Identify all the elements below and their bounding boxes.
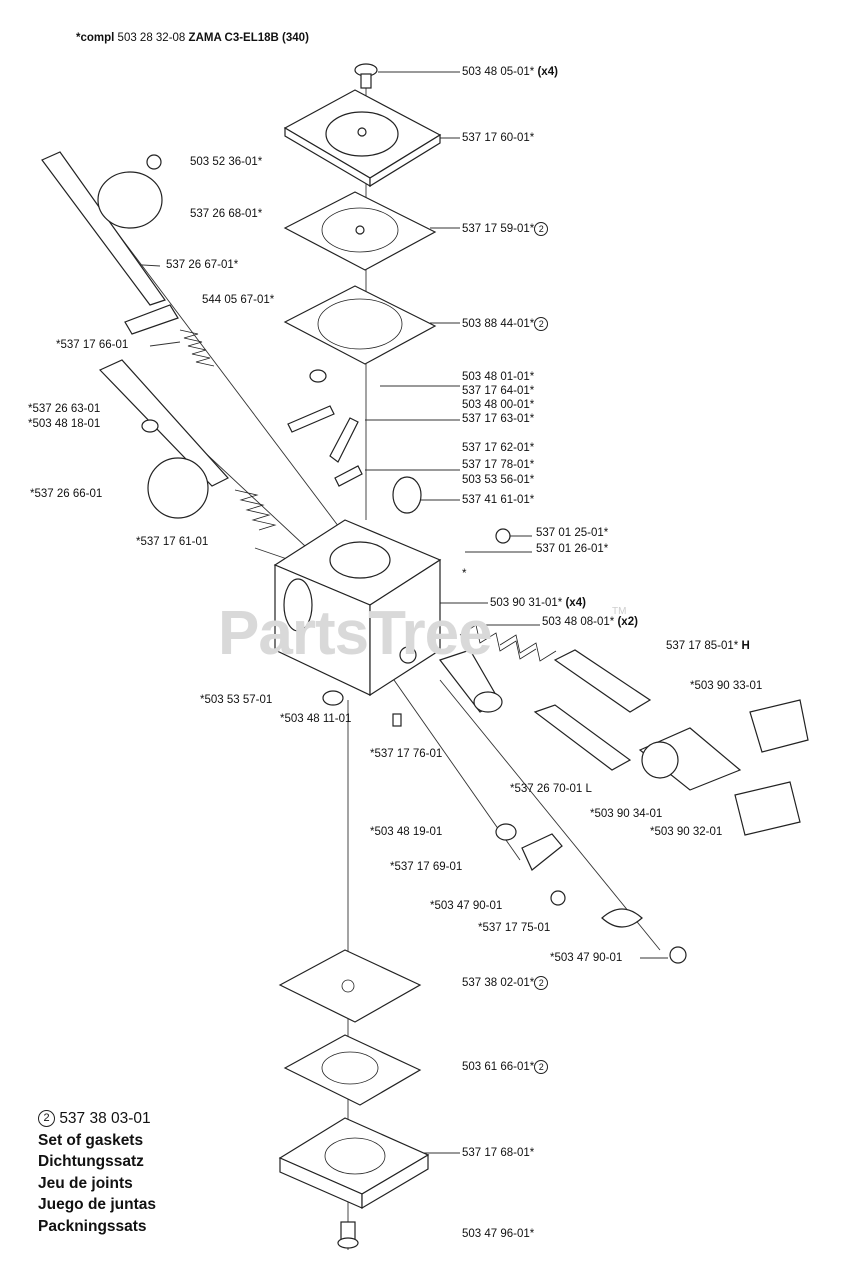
circled-marker: 2 [534, 317, 549, 331]
part-label[interactable]: *503 48 11-01 [280, 713, 352, 725]
part-label[interactable]: 537 17 78-01* [462, 459, 535, 471]
legend-number-row: 2 537 38 03-01 [38, 1108, 156, 1130]
part-label[interactable]: 537 17 59-01*2 [462, 222, 549, 236]
part-label[interactable]: 537 17 62-01* [462, 442, 535, 454]
throttle-shaft [41, 151, 166, 306]
part-label[interactable]: 537 17 68-01* [462, 1147, 535, 1159]
part-label[interactable]: 503 88 44-01*2 [462, 317, 549, 331]
metering-gasket [278, 949, 422, 1023]
part-label[interactable]: 503 61 66-01*2 [462, 1060, 549, 1074]
part-label[interactable]: 503 53 56-01* [462, 474, 535, 486]
part-label[interactable]: *537 26 63-01 [28, 403, 101, 415]
washer-503-53-56 [334, 465, 363, 487]
screw-544-05-67 [309, 369, 327, 383]
part-label[interactable]: *537 17 61-01 [136, 536, 209, 548]
limiter-caps [638, 699, 809, 836]
part-label[interactable]: 544 05 67-01* [202, 294, 275, 306]
part-label[interactable]: *503 48 18-01 [28, 418, 101, 430]
bottom-screw [337, 1221, 359, 1249]
part-label[interactable]: *503 47 90-01 [430, 900, 503, 912]
part-label[interactable]: *503 90 33-01 [690, 680, 763, 692]
screw-503-48-18 [141, 419, 159, 433]
part-label[interactable]: 537 01 26-01* [536, 543, 609, 555]
part-label[interactable]: 503 48 00-01* [462, 399, 535, 411]
part-label[interactable]: 537 38 02-01*2 [462, 976, 549, 990]
part-label[interactable]: 503 48 08-01* (x2) [542, 616, 638, 628]
choke-shaft [98, 359, 277, 531]
fuel-inlet [392, 476, 511, 544]
part-label[interactable]: 503 90 31-01* (x4) [490, 597, 586, 609]
legend-line: Set of gaskets [38, 1131, 144, 1149]
legend-line: Dichtungssatz [38, 1153, 144, 1170]
part-label[interactable]: *503 47 90-01 [550, 952, 623, 964]
needle-537-17-78 [329, 417, 359, 463]
part-label[interactable]: 537 17 63-01* [462, 413, 535, 425]
metering-diaphragm [283, 1034, 422, 1106]
part-label[interactable]: *537 26 70-01 L [510, 783, 592, 795]
gasket-set-legend: 2 537 38 03-01 Set of gaskets Dichtungss… [38, 1108, 156, 1237]
top-screw [354, 63, 378, 89]
compl-number: 503 28 32-08 [117, 32, 186, 44]
metering-cover [278, 1117, 430, 1210]
adjust-needles [439, 624, 652, 771]
circled-marker: 2 [534, 222, 549, 236]
part-label[interactable]: * [462, 568, 467, 580]
throttle-spring [124, 304, 215, 367]
part-label[interactable]: 503 48 05-01* (x4) [462, 66, 558, 78]
part-label[interactable]: *503 90 34-01 [590, 808, 663, 820]
part-label[interactable]: *537 17 69-01 [390, 861, 463, 873]
header-compl: *compl 503 28 32-08 ZAMA C3-EL18B (340) [76, 32, 309, 44]
circled-marker: 2 [534, 976, 549, 990]
compl-model: ZAMA C3-EL18B (340) [188, 32, 309, 44]
part-label[interactable]: *503 53 57-01 [200, 694, 273, 706]
part-label[interactable]: *537 17 66-01 [56, 339, 129, 351]
part-label[interactable]: 537 26 68-01* [190, 208, 263, 220]
part-label[interactable]: 537 17 60-01* [462, 132, 535, 144]
part-label[interactable]: 537 17 85-01* H [666, 640, 750, 652]
pump-cover [283, 89, 442, 188]
part-label[interactable]: 537 17 64-01* [462, 385, 535, 397]
pump-gasket [283, 285, 437, 365]
metering-lever [495, 823, 687, 964]
legend-number[interactable]: 537 38 03-01 [59, 1110, 151, 1127]
part-label[interactable]: *537 17 75-01 [478, 922, 551, 934]
part-label[interactable]: 503 48 01-01* [462, 371, 535, 383]
part-label[interactable]: *503 90 32-01 [650, 826, 723, 838]
part-label[interactable]: *537 26 66-01 [30, 488, 103, 500]
part-label[interactable]: 537 41 61-01* [462, 494, 535, 506]
carburetor-body [273, 519, 442, 697]
part-label[interactable]: 537 01 25-01* [536, 527, 609, 539]
watermark: PartsTree [218, 599, 493, 668]
legend-line: Juego de juntas [38, 1196, 156, 1213]
pin-537-17-62 [287, 405, 335, 433]
pump-diaphragm [283, 191, 437, 271]
part-label[interactable]: *537 17 76-01 [370, 748, 443, 760]
pin-503-48-11 [392, 713, 402, 727]
circled-marker: 2 [38, 1110, 55, 1128]
compl-prefix: *compl [76, 32, 115, 44]
circled-marker: 2 [534, 1060, 549, 1074]
part-label[interactable]: 537 26 67-01* [166, 259, 239, 271]
part-label[interactable]: *503 48 19-01 [370, 826, 443, 838]
plug-503-53-57 [322, 690, 344, 706]
legend-line: Packningssats [38, 1217, 147, 1235]
leader-lines [125, 71, 668, 1154]
legend-line: Jeu de joints [38, 1174, 133, 1192]
watermark-tm: TM [612, 606, 627, 617]
part-label[interactable]: 503 52 36-01* [190, 156, 263, 168]
part-label[interactable]: 503 47 96-01* [462, 1228, 535, 1240]
